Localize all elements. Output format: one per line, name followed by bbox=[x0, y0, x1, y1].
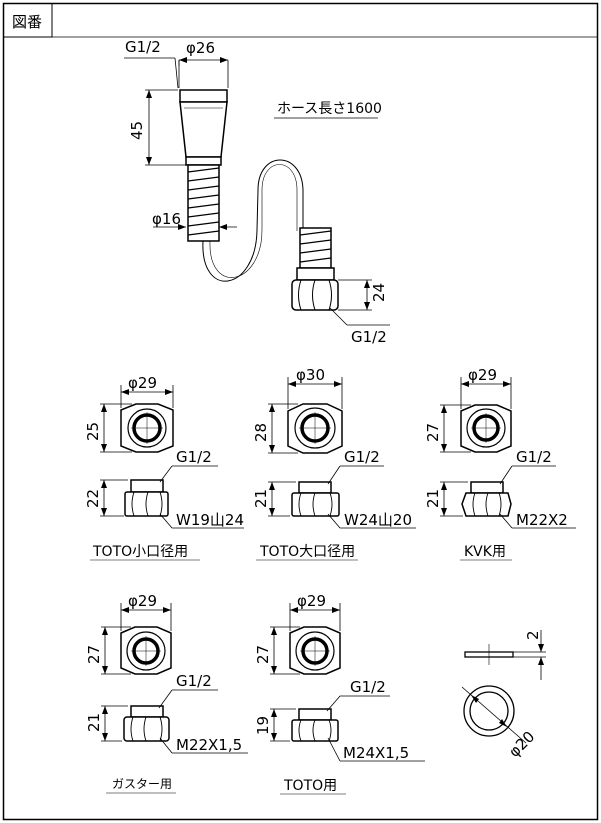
header-label: 図番 bbox=[12, 13, 42, 31]
adapter-top-view bbox=[287, 403, 343, 454]
adapter-3-thread: G1/2 bbox=[516, 448, 552, 466]
hose-bottom-nut bbox=[291, 279, 339, 311]
adapter-5-bottom-thread: M24X1,5 bbox=[343, 744, 409, 762]
adapter-kvk: φ29 27 G1/2 21 M22X2 KVK用 bbox=[424, 366, 576, 561]
adapter-side-view bbox=[291, 481, 340, 517]
adapter-4-top-diameter: φ29 bbox=[128, 592, 157, 610]
adapter-3-top-diameter: φ29 bbox=[468, 366, 497, 384]
washer-diameter: φ20 bbox=[505, 728, 538, 761]
hose-top-diameter: φ26 bbox=[186, 39, 215, 57]
hose-coil-upper bbox=[187, 164, 220, 242]
adapter-1-top-diameter: φ29 bbox=[128, 374, 157, 392]
adapter-4-top-height: 27 bbox=[85, 645, 103, 664]
adapter-5-caption: TOTO用 bbox=[283, 778, 337, 794]
adapter-side-view bbox=[123, 705, 170, 742]
adapter-toto-large: φ30 28 G1/2 21 W24山20 TOTO大口径用 bbox=[252, 366, 416, 561]
hose-nut-height: 24 bbox=[370, 283, 388, 302]
hose-top-thread: G1/2 bbox=[125, 38, 161, 56]
adapter-1-side-height: 22 bbox=[84, 489, 102, 508]
adapter-2-top-height: 28 bbox=[252, 423, 270, 442]
adapter-4-side-height: 21 bbox=[85, 713, 103, 732]
adapter-toto: φ29 27 G1/2 19 M24X1,5 TOTO用 bbox=[254, 592, 425, 795]
adapter-4-caption: ガスター用 bbox=[112, 777, 172, 791]
adapter-1-caption: TOTO小口径用 bbox=[92, 544, 188, 560]
adapter-5-top-height: 27 bbox=[254, 645, 272, 664]
adapter-side-view bbox=[461, 481, 512, 517]
adapter-side-view bbox=[124, 479, 169, 517]
adapter-top-view bbox=[289, 626, 341, 675]
hose-diameter: φ16 bbox=[152, 210, 181, 228]
adapter-side-view bbox=[291, 708, 339, 742]
adapter-1-top-height: 25 bbox=[84, 422, 102, 441]
adapter-2-top-diameter: φ30 bbox=[296, 366, 325, 384]
adapter-top-view bbox=[460, 404, 512, 453]
adapter-2-bottom-thread: W24山20 bbox=[344, 511, 412, 529]
adapter-top-view bbox=[120, 626, 172, 675]
washer: 2 φ20 bbox=[461, 630, 546, 761]
hose-coil-lower bbox=[296, 227, 335, 281]
adapter-2-side-height: 21 bbox=[252, 489, 270, 508]
adapter-4-bottom-thread: M22X1,5 bbox=[176, 736, 242, 754]
adapter-2-caption: TOTO大口径用 bbox=[259, 544, 355, 560]
adapter-3-bottom-thread: M22X2 bbox=[516, 511, 568, 529]
hose-dimensions bbox=[124, 57, 390, 326]
adapter-1-bottom-thread: W19山24 bbox=[176, 511, 244, 529]
adapter-4-thread: G1/2 bbox=[176, 672, 212, 690]
adapter-toto-small: φ29 25 G1/2 22 W19山24 TOTO小口径用 bbox=[84, 374, 244, 561]
hose-top-height: 45 bbox=[128, 121, 146, 140]
hose-top-fitting bbox=[179, 89, 228, 166]
adapter-top-view bbox=[120, 403, 174, 453]
adapter-3-caption: KVK用 bbox=[464, 544, 506, 560]
adapter-5-thread: G1/2 bbox=[350, 678, 386, 696]
adapter-5-side-height: 19 bbox=[254, 716, 272, 735]
adapter-gastar: φ29 27 G1/2 21 M22X1,5 ガスター用 bbox=[85, 592, 248, 794]
hose-bottom-thread: G1/2 bbox=[351, 328, 387, 346]
adapter-5-top-diameter: φ29 bbox=[297, 592, 326, 610]
hose-assembly: G1/2 φ26 45 φ16 ホース長さ1600 24 G1/2 bbox=[124, 38, 390, 346]
hose-length-label: ホース長さ1600 bbox=[277, 101, 382, 117]
adapter-1-thread: G1/2 bbox=[176, 448, 212, 466]
washer-thickness: 2 bbox=[524, 630, 542, 640]
adapter-2-thread: G1/2 bbox=[344, 448, 380, 466]
adapter-3-side-height: 21 bbox=[424, 489, 442, 508]
adapter-3-top-height: 27 bbox=[424, 423, 442, 442]
